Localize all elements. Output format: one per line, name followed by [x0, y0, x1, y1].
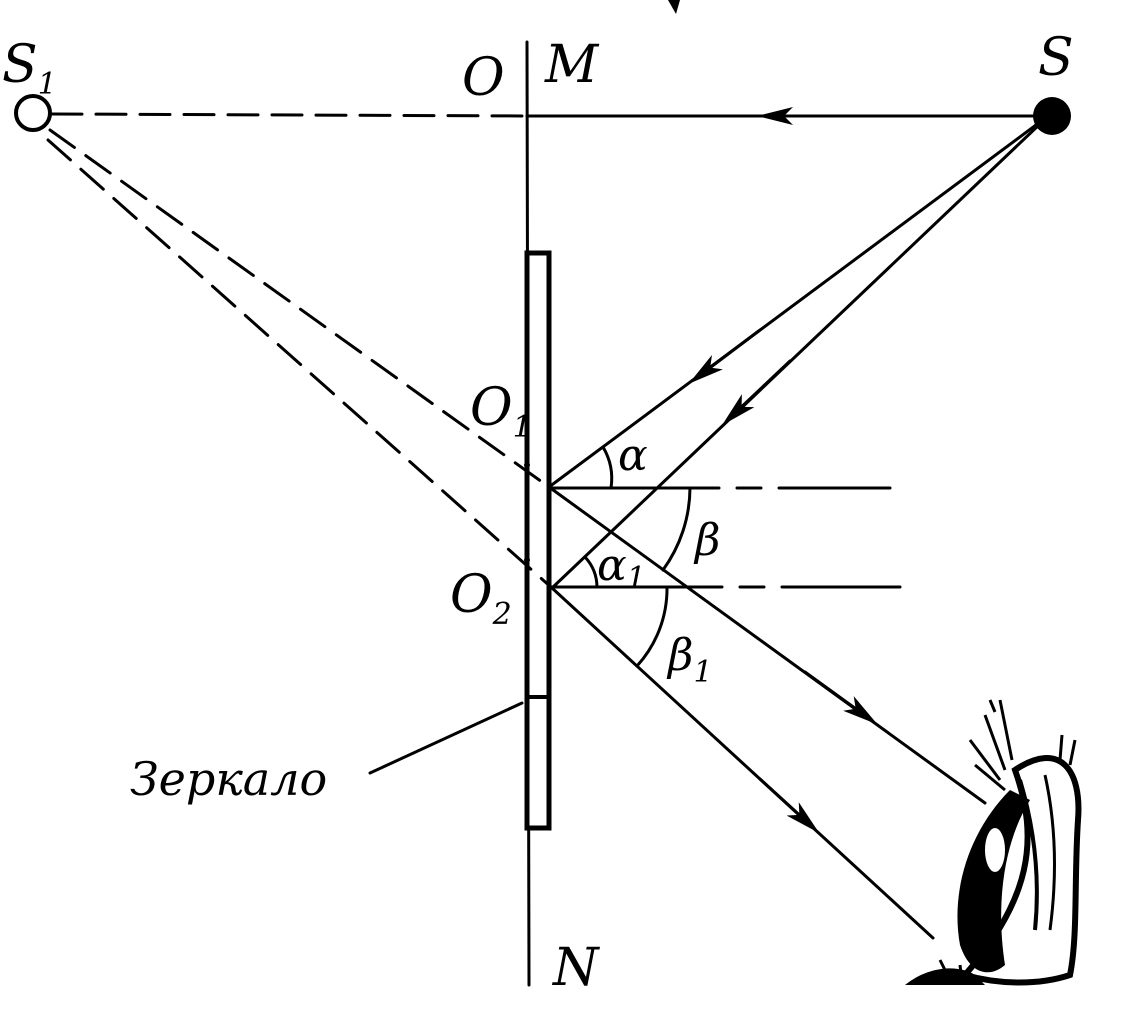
label-angle-beta1-sub: 1: [693, 655, 712, 690]
point-o2-dot: [524, 557, 530, 563]
dashed-image-to-o: [50, 112, 529, 118]
label-angle-beta: β: [693, 515, 720, 566]
dashed-image-to-o2: [46, 138, 554, 590]
label-angle-alpha1-sub: 1: [627, 561, 646, 596]
incident-ray-2-arrow: [721, 359, 792, 426]
reflected-ray-1: [547, 485, 987, 805]
label-point-o2-sub: 2: [492, 597, 512, 632]
incident-ray-1: [547, 120, 1042, 489]
source-point: [1033, 97, 1071, 135]
mirror: [524, 250, 552, 831]
label-angle-beta1-main: β: [666, 630, 693, 681]
label-point-o: O: [462, 48, 505, 108]
arc-beta1: [635, 585, 669, 668]
label-point-o2: O2: [450, 565, 512, 632]
label-angle-alpha1-main: α: [597, 540, 627, 591]
label-angle-beta1: β1: [666, 630, 713, 690]
incident-ray-2: [550, 122, 1042, 590]
label-image-s1-sub: 1: [38, 67, 57, 102]
label-source-s: S: [1038, 28, 1074, 88]
label-point-o1: O1: [470, 378, 532, 445]
label-mirror: Зеркало: [130, 752, 327, 806]
label-point-m: M: [544, 35, 600, 95]
incident-ray-1-arrow: [688, 328, 762, 384]
dashed-image-to-o1: [48, 128, 551, 489]
eye-icon: [905, 699, 1082, 986]
label-point-o1-sub: 1: [513, 410, 532, 445]
arc-alpha: [601, 445, 614, 490]
label-image-s1-main: S: [2, 35, 38, 95]
label-image-s1: S1: [2, 35, 57, 102]
label-point-o2-main: O: [450, 565, 493, 625]
reflected-ray-1-arrow: [803, 670, 878, 725]
point-o1-dot: [524, 462, 530, 468]
reflected-ray-2: [550, 586, 935, 940]
image-point: [14, 94, 52, 132]
arc-alpha1: [583, 555, 599, 589]
arc-beta: [661, 486, 692, 572]
label-point-o1-main: O: [470, 378, 513, 438]
reflected-ray-2-arrow: [758, 777, 820, 834]
label-point-n: N: [551, 938, 600, 998]
mirror-leader-line: [368, 701, 524, 775]
label-angle-alpha1: α1: [597, 540, 646, 596]
label-angle-alpha: α: [618, 430, 648, 481]
top-tick: [668, 0, 680, 14]
